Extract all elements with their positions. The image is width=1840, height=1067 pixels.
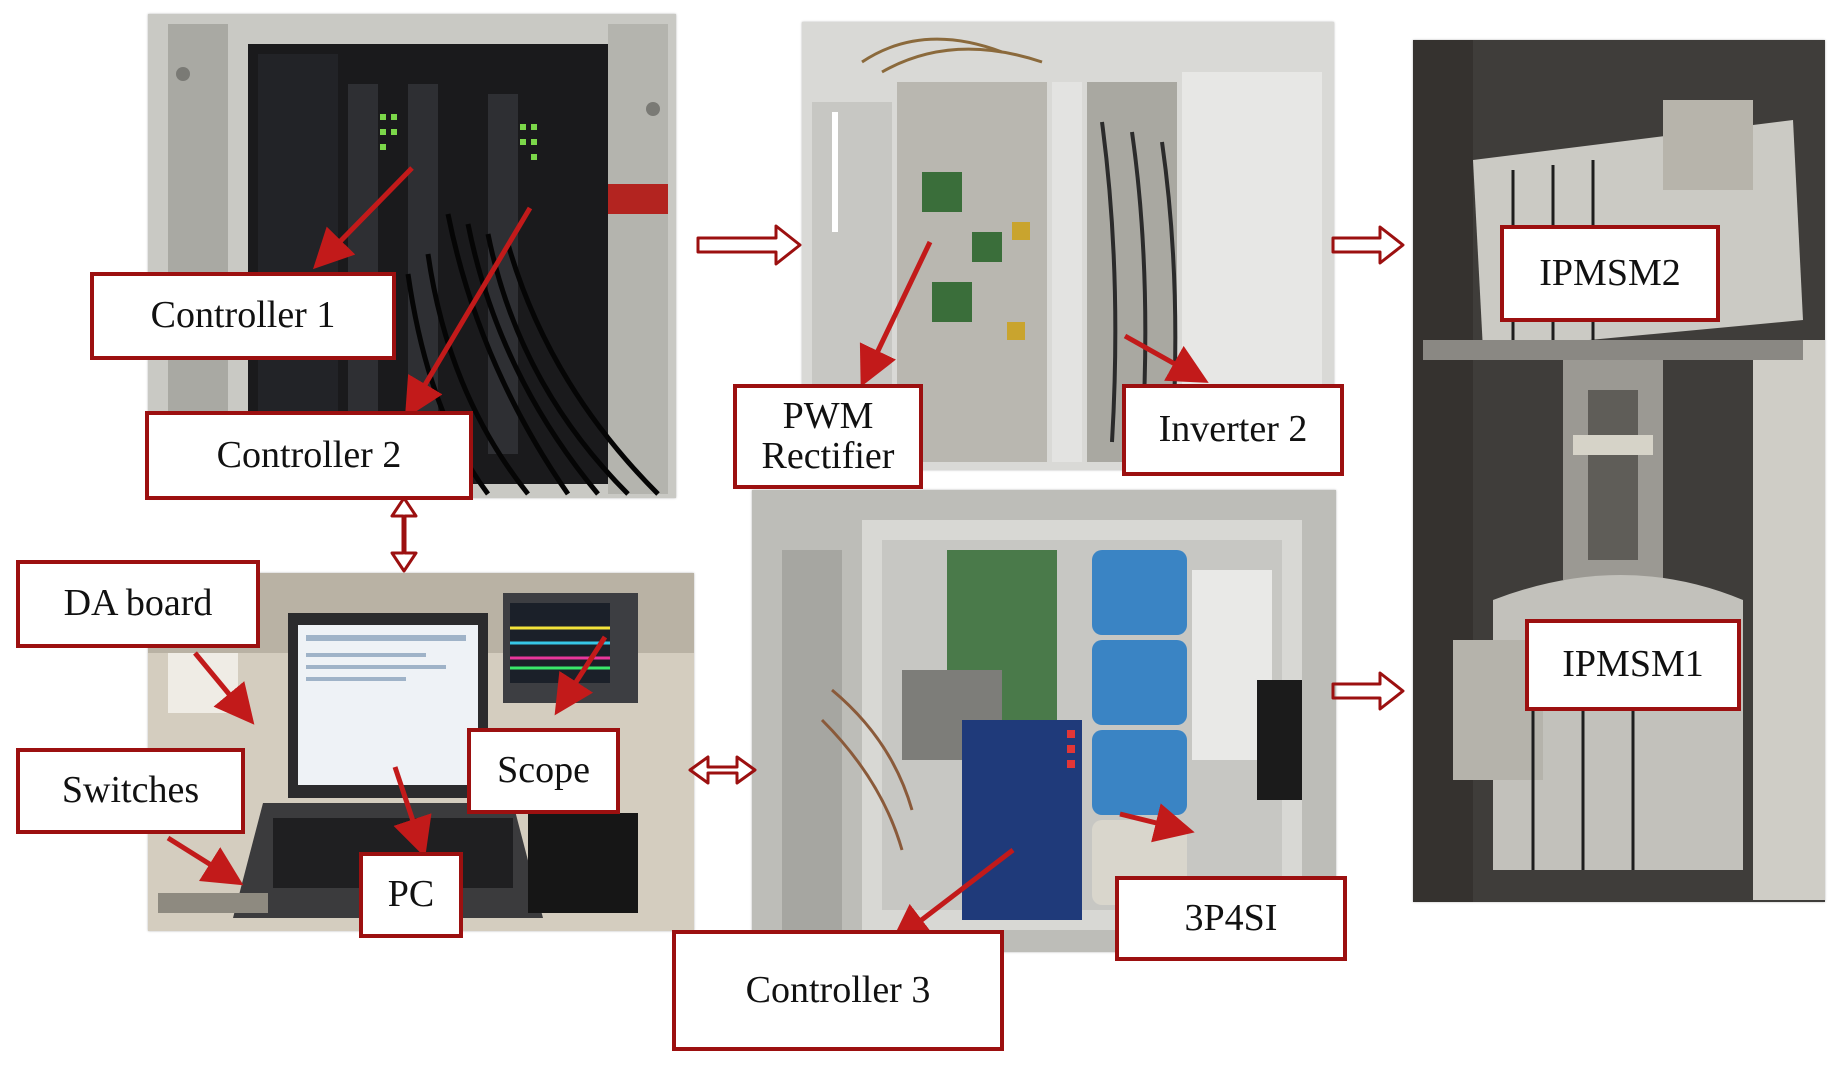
flow-arrow-inverter-to-ipmsm1 — [1331, 671, 1405, 711]
flow-arrow-converter-to-ipmsm2 — [1331, 225, 1405, 265]
label-switches: Switches — [16, 748, 245, 834]
label-da-board: DA board — [16, 560, 260, 648]
flow-arrow-pc-inverter-bidirectional — [688, 755, 757, 785]
label-inverter-2: Inverter 2 — [1122, 384, 1344, 476]
inverter-enclosure-photo — [752, 490, 1336, 952]
flow-arrow-controller-to-converter — [696, 224, 802, 266]
label-controller-2: Controller 2 — [145, 411, 473, 500]
label-ipmsm1: IPMSM1 — [1525, 619, 1741, 711]
inverter-enclosure-illustration — [752, 490, 1336, 952]
flow-arrow-controller2-pc-bidirectional — [390, 496, 418, 573]
motor-test-bench-photo — [1413, 40, 1825, 902]
label-3p4si: 3P4SI — [1115, 876, 1347, 961]
label-controller-1: Controller 1 — [90, 272, 396, 360]
label-controller-3: Controller 3 — [672, 930, 1004, 1051]
label-pc: PC — [359, 852, 463, 938]
label-ipmsm2: IPMSM2 — [1500, 225, 1720, 322]
label-pwm-rectifier: PWM Rectifier — [733, 384, 923, 489]
label-scope: Scope — [467, 728, 620, 814]
motor-test-bench-illustration — [1413, 40, 1825, 902]
